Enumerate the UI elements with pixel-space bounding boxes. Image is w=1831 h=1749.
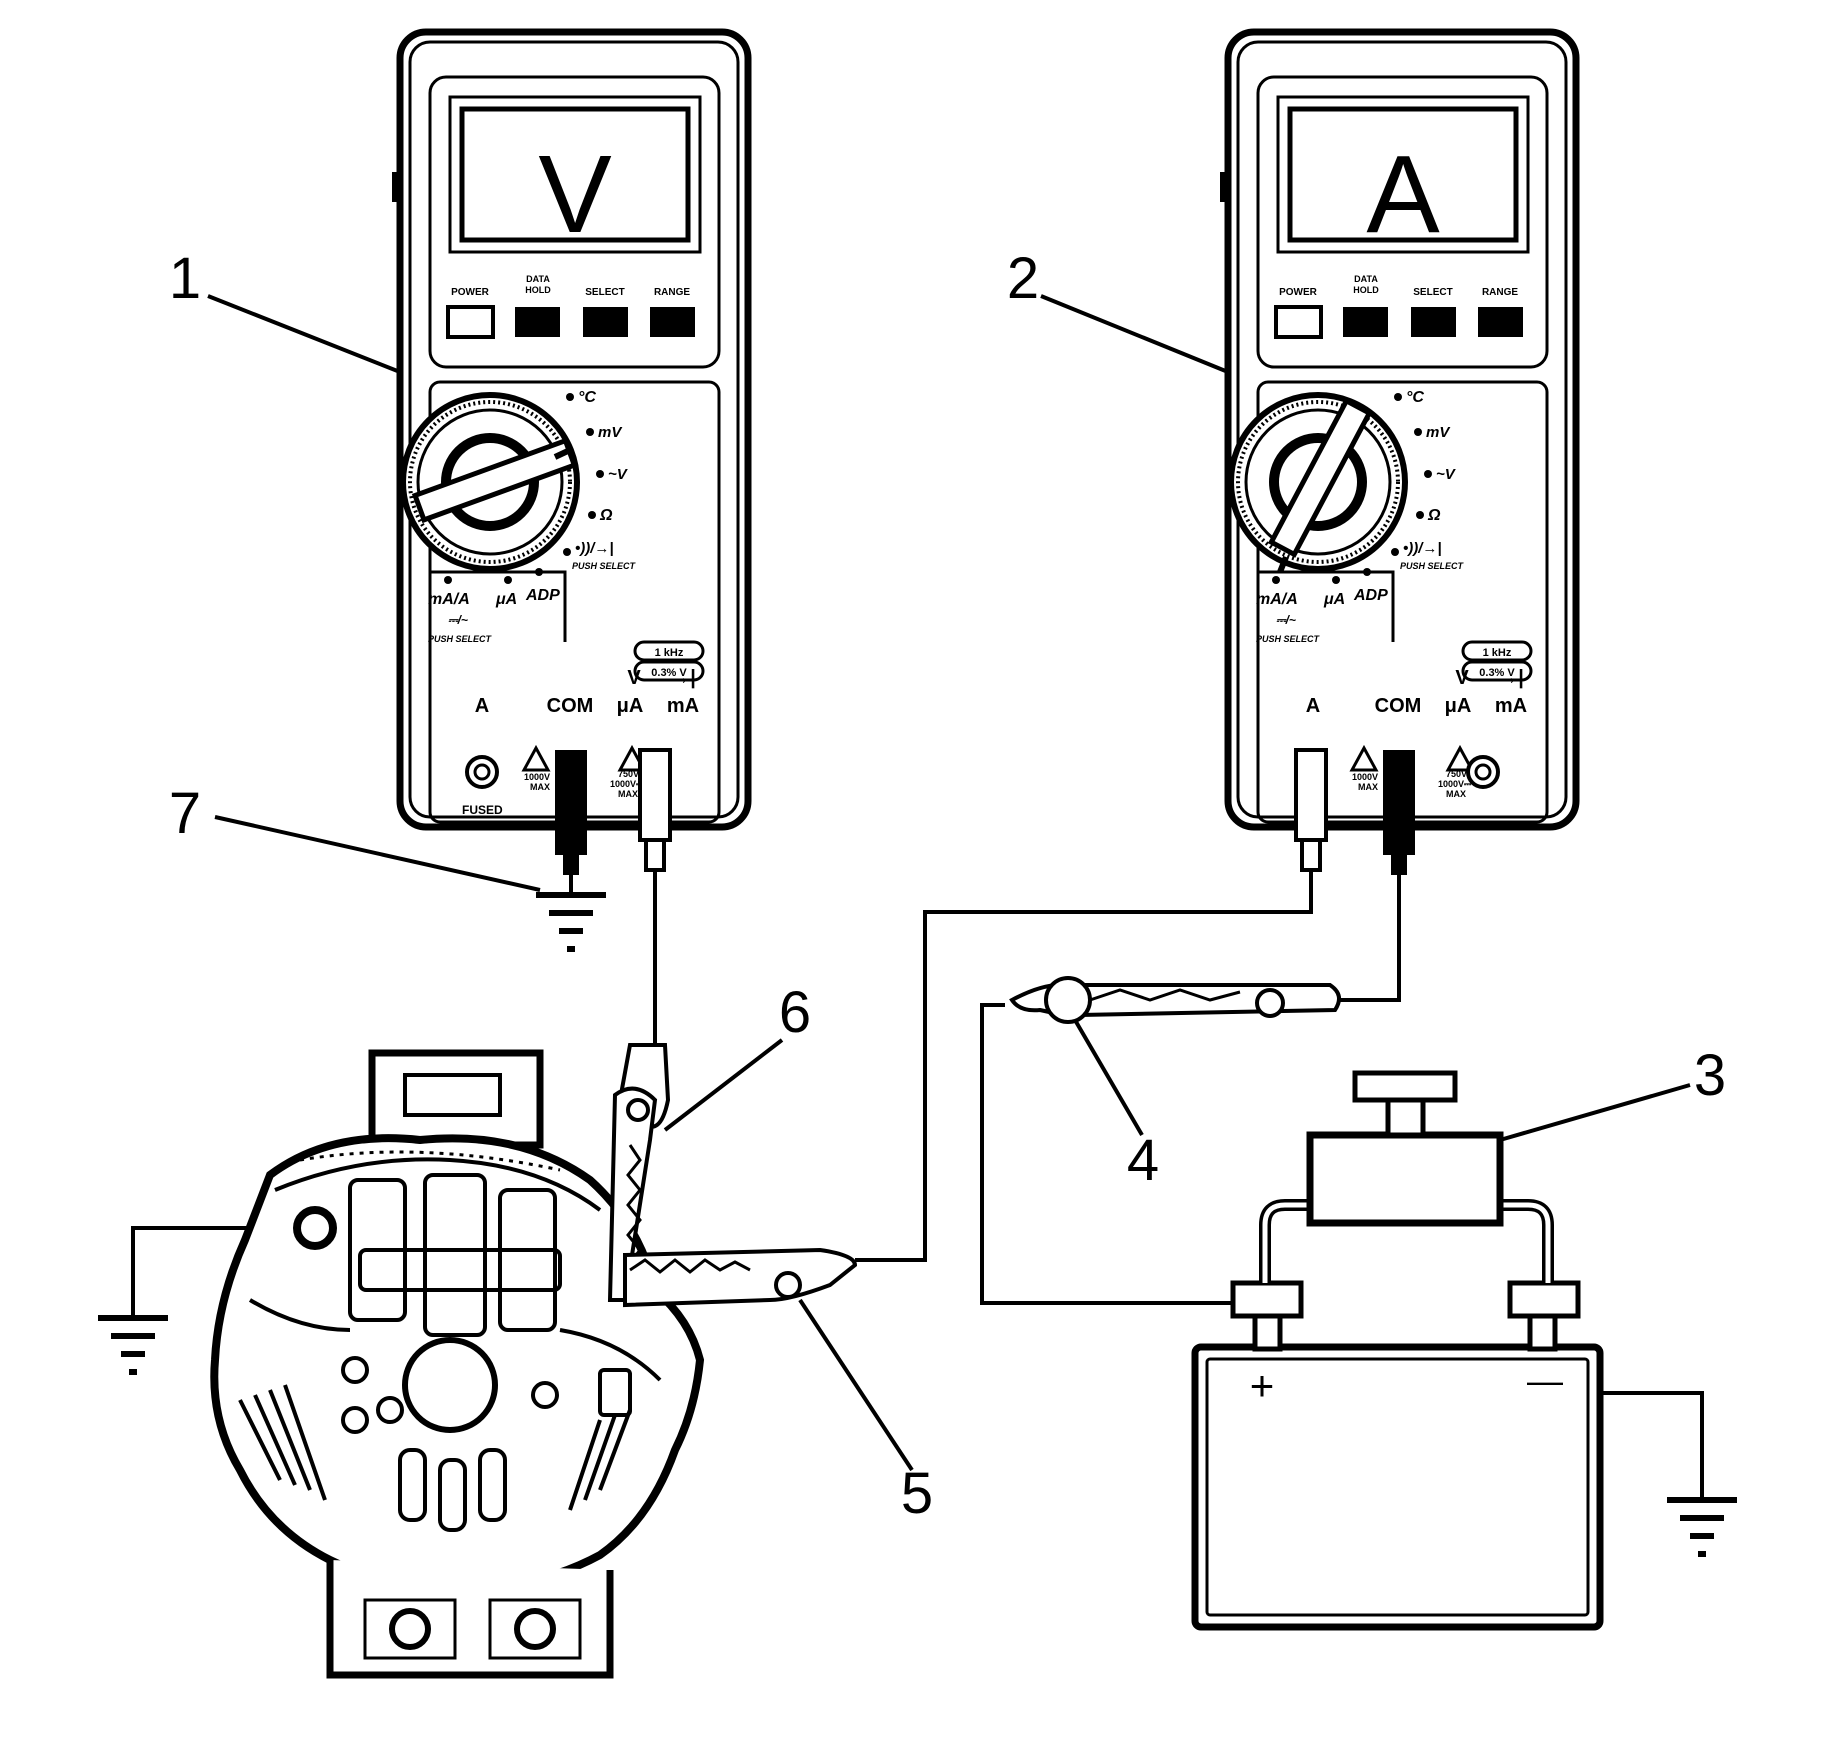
dial-ohm: Ω xyxy=(1427,507,1441,524)
rotary-dial-icon xyxy=(411,437,578,524)
range-label: RANGE xyxy=(1482,287,1518,298)
ground-symbol-icon xyxy=(98,1318,168,1372)
mode-ua: μA xyxy=(495,591,517,608)
dial-ohm: Ω xyxy=(599,507,613,524)
battery-plus: + xyxy=(1250,1362,1275,1409)
dial-adp: ADP xyxy=(525,587,560,604)
dial-celsius: °C xyxy=(1406,389,1424,406)
dial-ac-v: ~V xyxy=(1436,466,1457,483)
jack-ma-label: mA xyxy=(667,695,699,717)
mode-push-select: PUSH SELECT xyxy=(1256,634,1321,644)
alligator-clip-icon-6 xyxy=(607,1043,671,1302)
battery: + — xyxy=(1191,1280,1604,1631)
jack-a-label: A xyxy=(475,695,489,717)
select-label: SELECT xyxy=(585,287,624,298)
jack-v xyxy=(1466,755,1500,789)
battery-minus: — xyxy=(1527,1360,1563,1401)
fused-label: FUSED xyxy=(462,803,503,817)
mode-ua: μA xyxy=(1323,591,1345,608)
display-reading: A xyxy=(1366,133,1440,256)
jack-v-label: V xyxy=(1455,667,1469,689)
jack-com-label: COM xyxy=(1375,695,1422,717)
dial-adp: ADP xyxy=(1353,587,1388,604)
mode-bracket: ⎓/~ xyxy=(448,613,468,627)
charger xyxy=(1259,1070,1554,1283)
jack-ua-label: μA xyxy=(617,695,644,717)
ground-symbol-icon xyxy=(1667,1500,1737,1554)
jack-a xyxy=(465,755,499,789)
jack-a-label: A xyxy=(1306,695,1320,717)
callout-3: 3 xyxy=(1694,1043,1726,1108)
dial-ac-v: ~V xyxy=(608,466,629,483)
alligator-clip-icon-4 xyxy=(1009,976,1341,1024)
alternator xyxy=(210,1049,705,1679)
rotary-dial-icon xyxy=(1267,397,1373,574)
a-plug xyxy=(1294,748,1328,842)
v-plug xyxy=(638,748,672,842)
dial-celsius: °C xyxy=(578,389,596,406)
callout-6: 6 xyxy=(779,980,811,1045)
dial-mv: mV xyxy=(598,424,623,441)
leader-lines xyxy=(207,294,1691,1472)
callout-7: 7 xyxy=(169,781,201,846)
callout-5: 5 xyxy=(901,1461,933,1526)
rating-v: 750V~1000V⎓MAX xyxy=(1438,769,1472,799)
dial-push-select: PUSH SELECT xyxy=(1400,561,1465,571)
power-label: POWER xyxy=(451,287,490,298)
dial-continuity: •))/→| xyxy=(1403,540,1442,557)
accuracy-label: 0.3% V xyxy=(651,667,687,679)
alligator-clip-icon-5 xyxy=(623,1247,858,1308)
mode-ma-a: mA/A xyxy=(428,591,470,608)
power-label: POWER xyxy=(1279,287,1318,298)
rating-v: 750V~1000V⎓MAX xyxy=(610,769,644,799)
range-label: RANGE xyxy=(654,287,690,298)
jack-diode-label: →| xyxy=(1498,667,1524,689)
mode-push-select: PUSH SELECT xyxy=(428,634,493,644)
display-reading: V xyxy=(538,133,611,256)
ground-stud xyxy=(293,1206,337,1250)
jack-diode-label: →| xyxy=(670,667,696,689)
callout-4: 4 xyxy=(1127,1128,1159,1193)
accuracy-label: 0.3% V xyxy=(1479,667,1515,679)
wires xyxy=(131,870,1704,1500)
jack-ma-label: mA xyxy=(1495,695,1527,717)
jack-ua-label: μA xyxy=(1445,695,1472,717)
dial-push-select: PUSH SELECT xyxy=(572,561,637,571)
dial-continuity: •))/→| xyxy=(575,540,614,557)
ground-symbol-icon xyxy=(536,895,606,949)
freq-label: 1 kHz xyxy=(655,647,684,659)
com-plug xyxy=(555,750,587,855)
mode-ma-a: mA/A xyxy=(1256,591,1298,608)
dial-mv: mV xyxy=(1426,424,1451,441)
freq-label: 1 kHz xyxy=(1483,647,1512,659)
callout-1: 1 xyxy=(169,246,201,311)
mode-bracket: ⎓/~ xyxy=(1276,613,1296,627)
callout-2: 2 xyxy=(1007,246,1039,311)
select-label: SELECT xyxy=(1413,287,1452,298)
com-plug xyxy=(1383,750,1415,855)
jack-v-label: V xyxy=(627,667,641,689)
jack-com-label: COM xyxy=(547,695,594,717)
